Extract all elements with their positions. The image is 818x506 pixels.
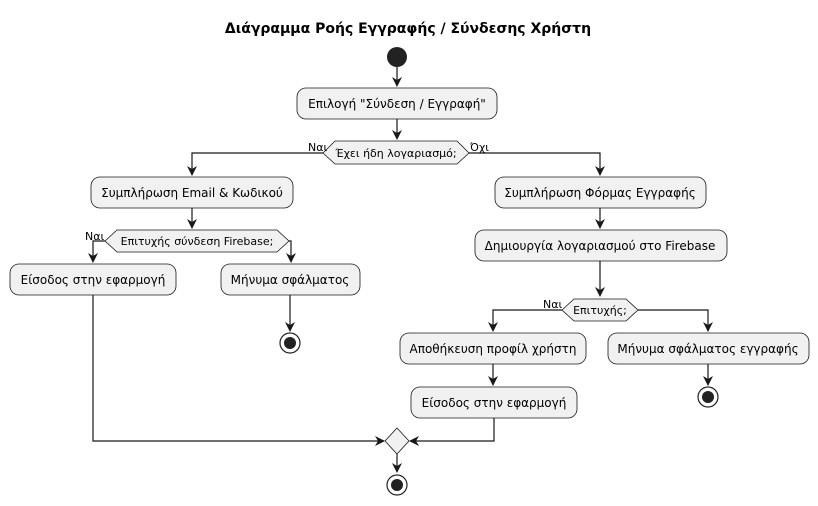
edge-enter-register-to-merge — [409, 418, 495, 446]
decision-register-success-label: Επιτυχής; — [573, 304, 627, 317]
edge-register-success-to-error — [638, 309, 713, 332]
end-node-login-error-inner — [284, 337, 296, 349]
edge-success-to-error — [286, 240, 296, 263]
branch-label-no-account: Όχι — [469, 141, 489, 154]
branch-label-yes-login: Ναι — [85, 230, 104, 243]
node-fill-register-label: Συμπλήρωση Φόρμας Εγγραφής — [504, 186, 695, 200]
start-node — [387, 47, 407, 67]
node-fill-login-label: Συμπλήρωση Email & Κωδικού — [101, 186, 283, 200]
node-create-account — [474, 229, 728, 262]
node-enter-app-login-label: Είσοδος στην εφαρμογή — [21, 273, 166, 287]
end-node-final-inner — [391, 479, 403, 491]
decision-login-success-label: Επιτυχής σύνδεση Firebase; — [121, 235, 274, 248]
decision-has-account-label: Έχει ήδη λογαριασμό; — [334, 147, 456, 160]
branch-label-yes-register: Ναι — [543, 298, 562, 311]
merge-node — [384, 427, 410, 455]
edge-decision-to-login — [187, 152, 323, 176]
branch-label-yes-account: Ναι — [308, 141, 327, 154]
edge-decision-to-register — [469, 152, 605, 176]
node-save-profile-label: Αποθήκευση προφίλ χρήστη — [410, 342, 577, 356]
node-error-message-label: Μήνυμα σφάλματος — [231, 273, 350, 287]
node-enter-app-register-label: Είσοδος στην εφαρμογή — [422, 396, 567, 410]
edge-success-to-enter — [88, 240, 105, 263]
end-node-register-error-inner — [702, 391, 714, 403]
edge-register-success-to-save — [488, 309, 562, 332]
node-select-option-label: Επιλογή "Σύνδεση / Εγγραφή" — [308, 97, 486, 111]
node-create-account-label: Δημιουργία λογαριασμού στο Firebase — [485, 239, 716, 253]
edge-enter-login-to-merge — [92, 295, 385, 446]
diagram-title: Διάγραμμα Ροής Εγγραφής / Σύνδεσης Χρήστ… — [225, 21, 591, 37]
node-register-error-label: Μήνυμα σφάλματος εγγραφής — [617, 342, 798, 356]
